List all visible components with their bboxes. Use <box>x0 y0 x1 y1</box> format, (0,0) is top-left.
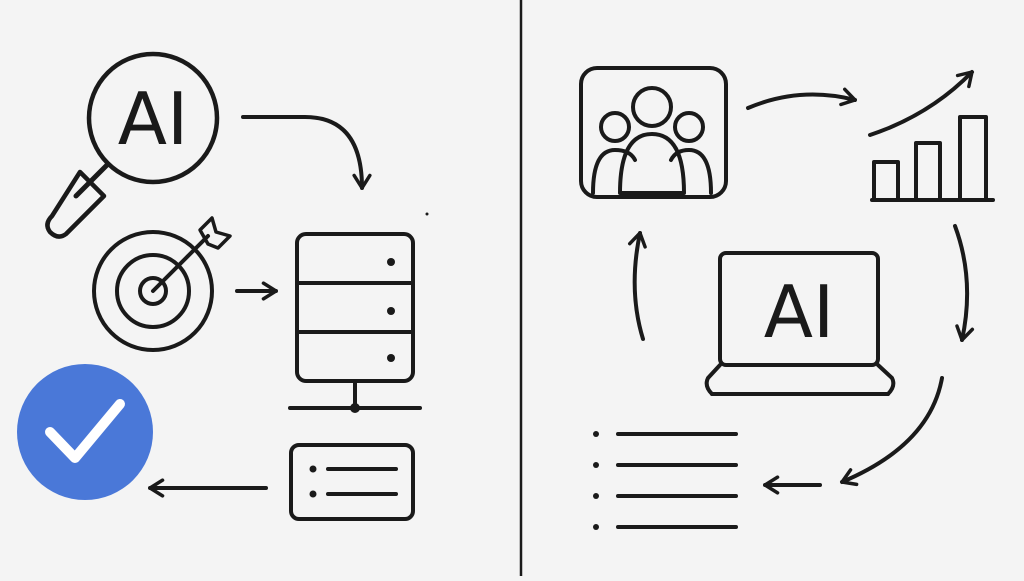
laptop-label: AI <box>764 270 835 354</box>
laptop-icon: AI <box>704 251 896 396</box>
growth-chart-icon <box>868 70 995 202</box>
arrow-chart-to-laptop <box>953 224 975 342</box>
arrow-list-to-team <box>627 231 647 341</box>
arrow-laptop-to-list <box>840 376 944 487</box>
right-panel: AI <box>579 66 995 530</box>
check-badge-icon <box>17 364 153 500</box>
magnifier-label: AI <box>118 77 189 161</box>
list-icon <box>593 431 738 530</box>
target-icon <box>92 216 232 352</box>
arrow-magnifier-to-server <box>241 115 372 190</box>
arrow-team-to-chart <box>746 87 857 110</box>
team-icon <box>579 66 728 199</box>
left-panel: AI <box>17 51 429 521</box>
server-icon <box>288 232 422 413</box>
dot-mark <box>425 212 429 216</box>
list-card-icon <box>289 443 415 521</box>
magnifier-icon: AI <box>45 51 220 239</box>
